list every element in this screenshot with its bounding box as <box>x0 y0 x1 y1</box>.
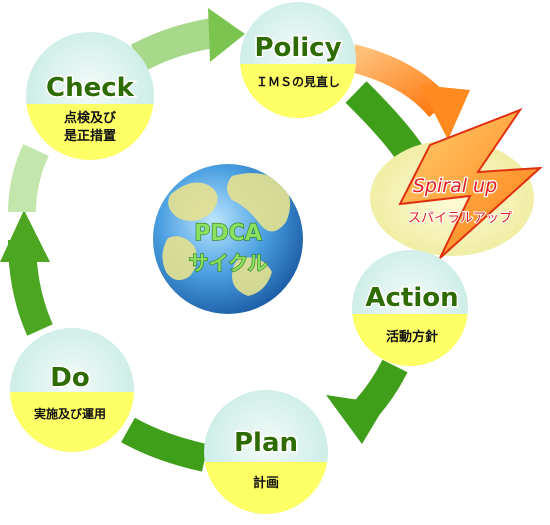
node-do-title: Do <box>50 363 89 393</box>
node-policy-label-band <box>240 64 356 118</box>
spiral-up-title: Spiral up <box>413 175 497 197</box>
node-action-subtitle: 活動方針 <box>386 329 438 345</box>
spiral-arrow-head <box>420 85 470 140</box>
node-do-subtitle: 実施及び運用 <box>34 406 106 421</box>
spiral-up-subtitle: スパイラルアップ <box>408 211 512 226</box>
node-plan-subtitle: 計画 <box>253 475 279 491</box>
node-action: Action 活動方針 <box>352 250 468 366</box>
node-check-subtitle-line1: 点検及び <box>64 110 117 126</box>
center-subtitle: サイクル <box>189 251 268 275</box>
center-title: PDCA <box>194 221 262 246</box>
node-check-subtitle-line2: 是正措置 <box>63 128 116 144</box>
arrow-check-to-policy <box>130 8 245 72</box>
node-plan-label-band <box>204 462 328 514</box>
spiral-up-group: Spiral up スパイラルアップ <box>348 44 543 259</box>
arrow-action-to-plan <box>326 359 408 444</box>
node-policy-title: Policy <box>254 33 341 63</box>
node-plan: Plan 計画 <box>204 390 328 514</box>
node-plan-title: Plan <box>234 428 298 458</box>
node-check-title: Check <box>46 73 135 103</box>
node-do: Do 実施及び運用 <box>10 328 134 452</box>
node-policy-subtitle: ＩＭＳの見直し <box>256 74 340 89</box>
arrow-do-to-check <box>0 144 53 336</box>
arrow-plan-to-do <box>121 417 209 472</box>
globe: PDCA サイクル <box>153 164 303 314</box>
node-do-label-band <box>10 392 134 452</box>
lightning-bolt-icon <box>398 107 543 259</box>
node-action-title: Action <box>365 283 458 313</box>
